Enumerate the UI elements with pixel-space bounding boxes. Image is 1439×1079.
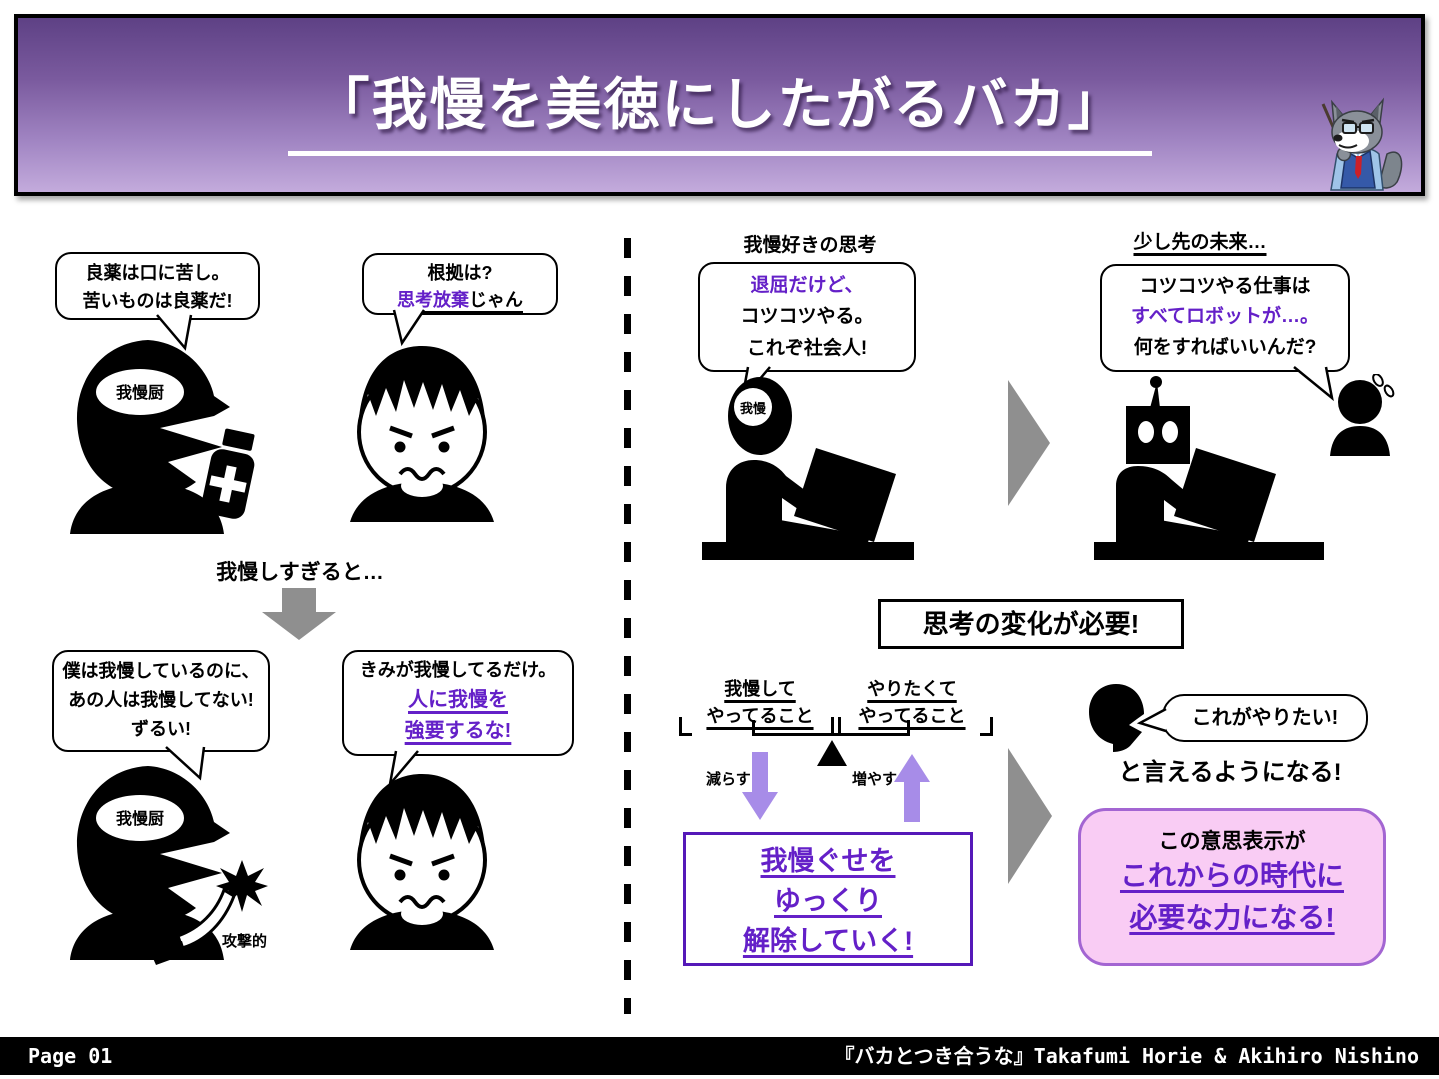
say-caption: と言えるようになる! [1118, 759, 1342, 786]
bubble-basis-line1: 根拠は? [427, 263, 493, 283]
balance-label-want: やりたくて やってること [831, 676, 993, 736]
bubble-unfair: 僕は我慢しているのに、 あの人は我慢してない! ずるい! [52, 650, 270, 781]
caption-gaman-thinking: 我慢好きの思考 [743, 235, 877, 256]
bubble-force-line3: 強要するな! [404, 719, 512, 742]
gray-right-arrow-icon [1008, 380, 1050, 506]
svg-text:我慢: 我慢 [740, 401, 767, 416]
bubble-tail [156, 314, 193, 351]
pink-box-line1: これからの時代に [1119, 860, 1344, 891]
bubble-tail [1136, 707, 1167, 733]
bubble-robot-line1: コツコツやる仕事は [1139, 276, 1311, 297]
bubble-force-line2: 人に我慢を [408, 688, 508, 711]
worker-at-laptop-icon: 我慢 [698, 374, 918, 560]
pink-box-intro: この意思表示が [1158, 830, 1306, 853]
bubble-worker-line1: 退屈だけど、 [750, 275, 864, 296]
gray-right-arrow-icon [1008, 748, 1052, 884]
bubble-dont-force: きみが我慢してるだけ。 人に我慢を 強要するな! [342, 650, 574, 789]
bubble-robot-line2: すべてロボットが…。 [1131, 306, 1319, 328]
increase-caption: 増やす [852, 771, 898, 788]
wolf-mascot-icon [1321, 97, 1403, 191]
gray-down-arrow-icon [262, 588, 336, 640]
bubble-tail [392, 309, 426, 347]
release-line3: 解除していく! [742, 926, 914, 956]
release-line2: ゆっくり [774, 886, 882, 916]
bubble-medicine-line1: 良薬は口に苦し。 [85, 263, 230, 283]
balance-beam [752, 720, 910, 736]
bubble-unfair-line2: あの人は我慢してない! [68, 689, 254, 710]
angry-man-icon [338, 760, 506, 950]
bubble-unfair-line1: 僕は我慢しているのに、 [62, 661, 260, 681]
caption-near-future: 少し先の未来… [1133, 232, 1267, 253]
bubble-medicine-proverb: 良薬は口に苦し。 苦いものは良薬だ! [55, 252, 260, 351]
bubble-basis-line2: 思考放棄じゃん [397, 290, 523, 310]
bubble-robot-future: コツコツやる仕事は すべてロボットが…。 何をすればいいんだ? [1100, 264, 1350, 402]
bubble-tail [165, 746, 206, 781]
bubble-worker-line3: これぞ社会人! [746, 337, 868, 359]
release-line1: 我慢ぐせを [760, 846, 896, 876]
svg-text:我慢厨: 我慢厨 [116, 383, 164, 402]
bubble-no-basis: 根拠は? 思考放棄じゃん [362, 253, 558, 347]
bubble-want-to-do: これがやりたい! [1136, 694, 1368, 742]
gaman-head-medicine-icon: 我慢厨 [56, 334, 266, 534]
book-credit: 『バカとつき合うな』Takafumi Horie & Akihiro Nishi… [834, 1044, 1419, 1068]
page-title: 「我慢を美徳にしたがるバカ」 [287, 60, 1152, 156]
purple-down-arrow-icon [742, 752, 778, 820]
bubble-worker: 退屈だけど、 コツコツやる。 これぞ社会人! [698, 262, 916, 405]
bubble-medicine-line2: 苦いものは良薬だ! [82, 290, 233, 311]
header-banner: 「我慢を美徳にしたがるバカ」 [14, 14, 1425, 196]
gaman-head-sword-icon: 我慢厨 [56, 760, 306, 965]
balance-fulcrum-icon [817, 740, 847, 766]
will-power-box: この意思表示が これからの時代に 必要な力になる! [1078, 808, 1386, 966]
balance-label-gaman: 我慢して やってること [679, 676, 841, 736]
transition-caption: 我慢しすぎると… [216, 561, 384, 584]
dashed-divider [624, 238, 631, 1014]
pink-box-line2: 必要な力になる! [1129, 902, 1335, 933]
angry-man-icon [338, 332, 506, 522]
bubble-worker-line2: コツコツやる。 [740, 306, 874, 328]
page-number: Page 01 [28, 1044, 113, 1068]
purple-up-arrow-icon [894, 754, 930, 822]
bubble-force-line1: きみが我慢してるだけ。 [359, 660, 557, 680]
bubble-tail [1293, 366, 1334, 402]
talking-head-icon [1086, 682, 1146, 754]
release-habit-box: 我慢ぐせを ゆっくり 解除していく! [683, 832, 973, 966]
robot-at-laptop-icon [1088, 374, 1398, 560]
bubble-unfair-line3: ずるい! [131, 718, 191, 739]
footer-bar: Page 01 『バカとつき合うな』Takafumi Horie & Akihi… [0, 1037, 1439, 1075]
bubble-robot-line3: 何をすればいいんだ? [1133, 336, 1317, 358]
decrease-caption: 減らす [706, 771, 751, 788]
aggressive-caption: 攻撃的 [222, 933, 268, 950]
page-title-wrap: 「我慢を美徳にしたがるバカ」 [18, 60, 1421, 156]
need-change-box: 思考の変化が必要! [878, 599, 1184, 649]
svg-text:我慢厨: 我慢厨 [116, 809, 164, 828]
